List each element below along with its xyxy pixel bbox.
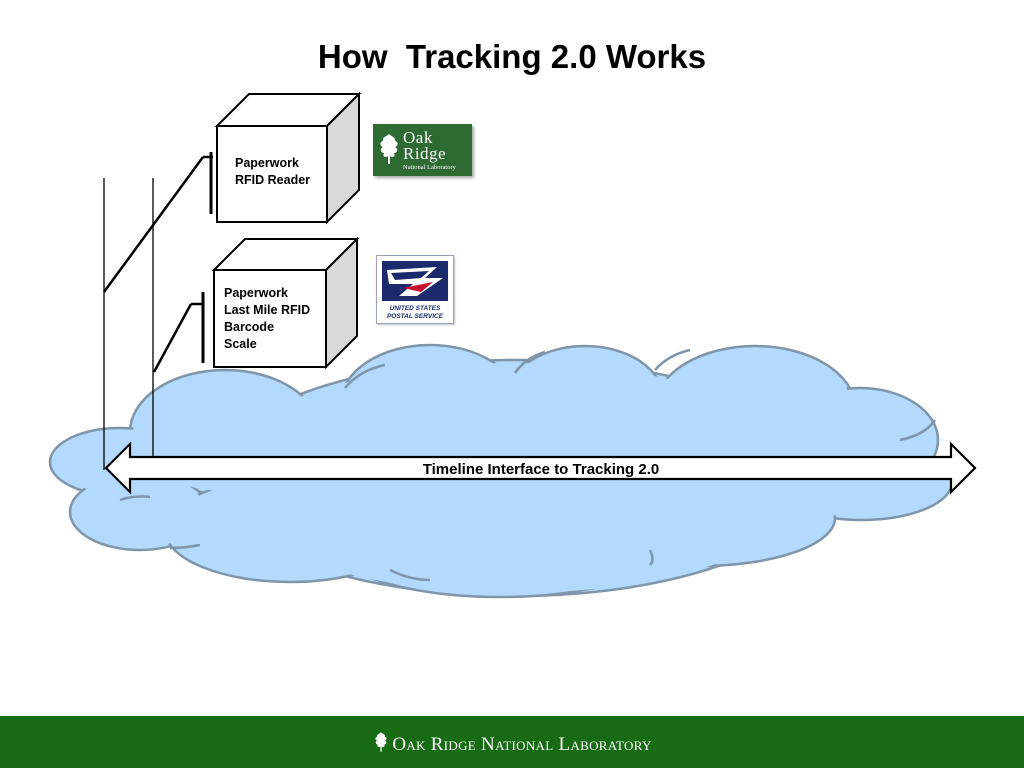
- slide-title: How Tracking 2.0 Works: [317, 38, 707, 75]
- connector-box1: [102, 156, 205, 293]
- oak-leaf-icon: [380, 134, 398, 164]
- box1-line: RFID Reader: [235, 173, 311, 187]
- ornl-logo-line3: National Laboratory: [403, 164, 456, 171]
- box-paperwork-last-mile: [211, 236, 360, 370]
- box1-label: Paperwork RFID Reader: [235, 155, 310, 189]
- usps-line1: UNITED STATES: [389, 305, 441, 312]
- box2-label: Paperwork Last Mile RFID Barcode Scale: [224, 285, 310, 353]
- box2-line: Paperwork: [224, 286, 288, 300]
- footer-text: Oak Ridge National Laboratory: [392, 734, 652, 755]
- footer-brand: Oak Ridge National Laboratory: [0, 731, 1024, 756]
- box2-line: Last Mile RFID: [224, 303, 311, 317]
- ornl-logo-line2: Ridge: [403, 144, 447, 163]
- timeline-arrow: [104, 441, 977, 495]
- usps-eagle-icon: [382, 261, 448, 301]
- footer-bar: Oak Ridge National Laboratory: [0, 716, 1024, 768]
- oak-leaf-icon: [375, 732, 387, 752]
- usps-line2: POSTAL SERVICE: [386, 313, 444, 320]
- box1-line: Paperwork: [235, 156, 299, 170]
- diagram-canvas: Timeline Interface to Tracking 2.0: [48, 91, 977, 599]
- box-paperwork-rfid-reader: [214, 91, 362, 225]
- box2-line: Barcode: [224, 320, 275, 334]
- ornl-logo-line1: Oak: [403, 128, 433, 147]
- ornl-logo: Oak Ridge National Laboratory: [373, 124, 472, 176]
- box2-line: Scale: [224, 337, 257, 351]
- usps-logo: UNITED STATES POSTAL SERVICE: [376, 255, 454, 324]
- timeline-label: Timeline Interface to Tracking 2.0: [423, 461, 659, 478]
- connector-box2: [152, 303, 193, 373]
